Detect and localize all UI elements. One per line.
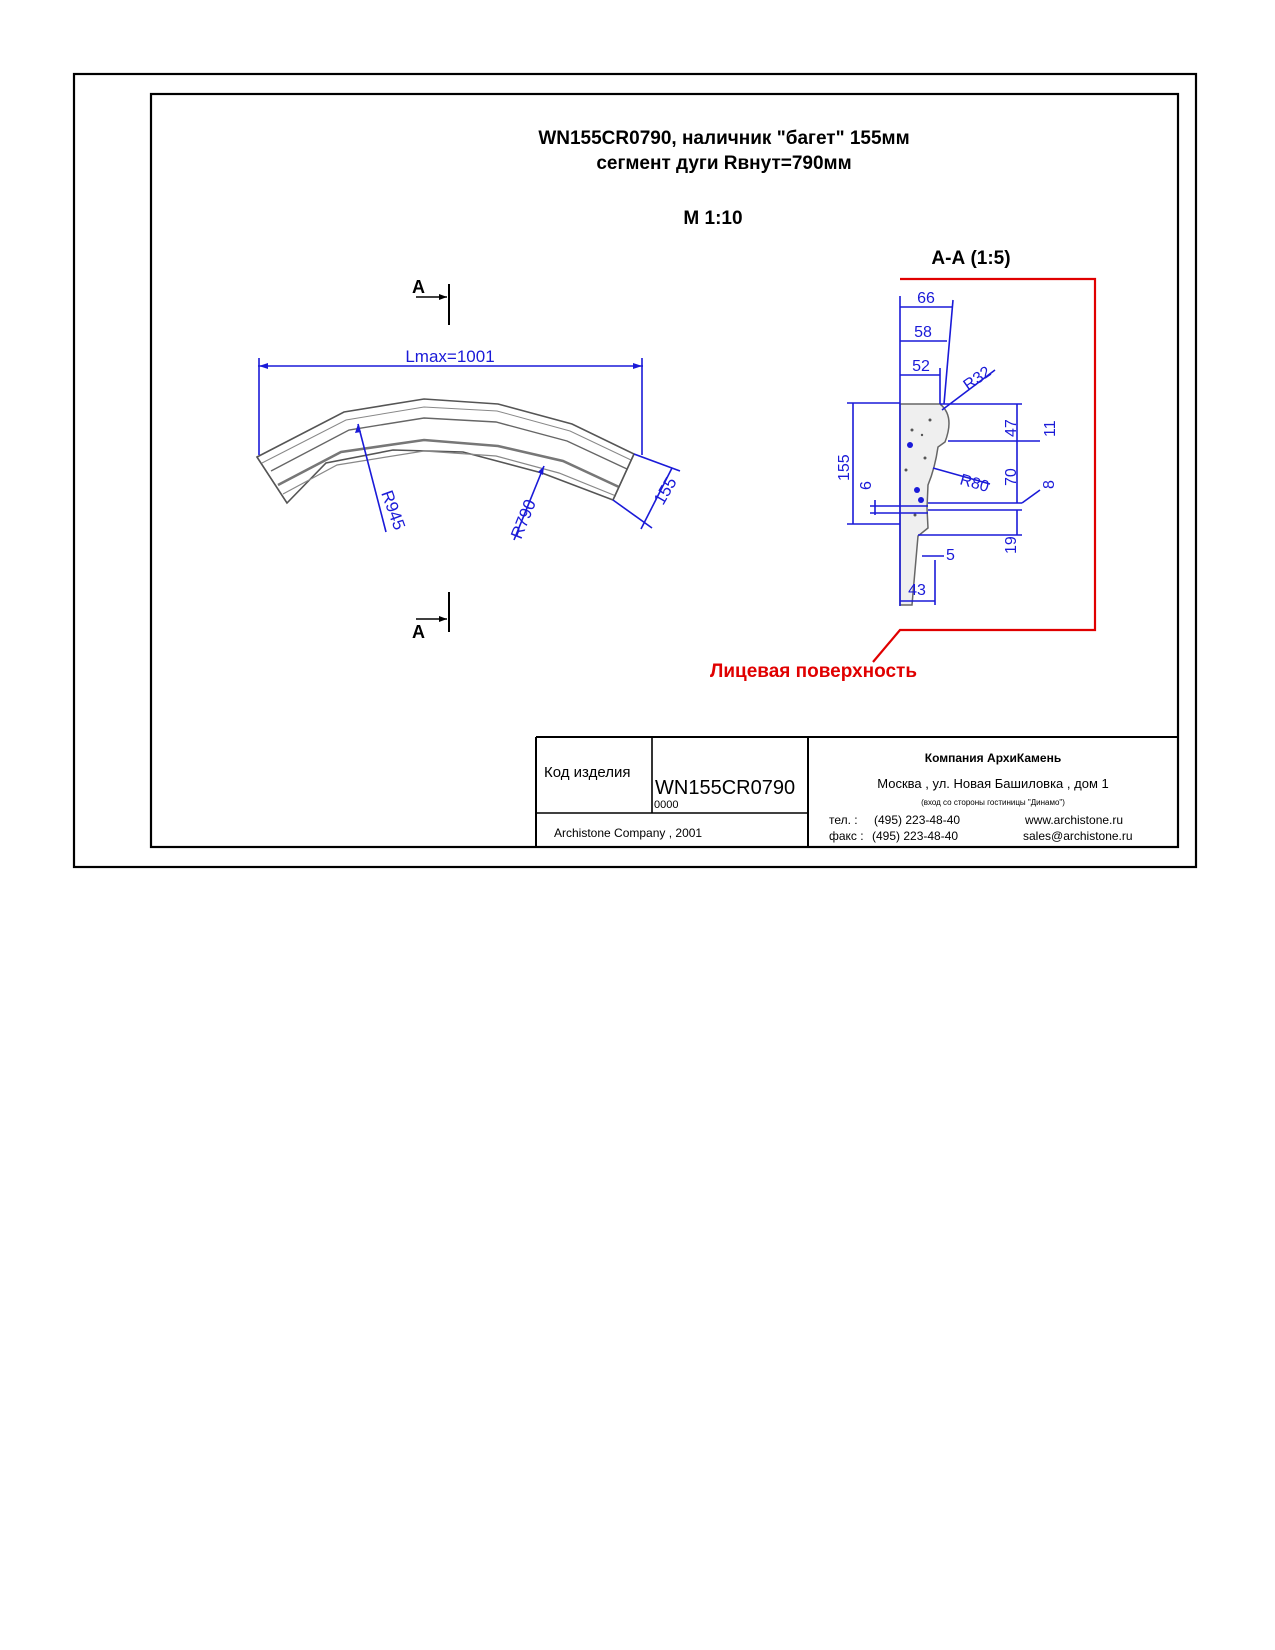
address-note: (вход со стороны гостиницы "Динамо") <box>921 798 1065 807</box>
face-surface-outline: Лицевая поверхность <box>710 277 1097 682</box>
code-value: WN155CR0790 <box>655 777 795 799</box>
section-dimensions: 66 58 52 R32 155 6 47 11 R80 <box>836 290 1059 606</box>
dim-43-label: 43 <box>908 582 926 599</box>
fax-label: факс : <box>829 829 864 843</box>
drawing-subtitle: сегмент дуги Rвнут=790мм <box>596 153 851 174</box>
dim-47-label: 47 <box>1003 419 1020 437</box>
section-profile <box>899 403 950 606</box>
dim-155-label: 155 <box>836 454 853 481</box>
dim-66-label: 66 <box>917 290 935 307</box>
code-sub: 0000 <box>654 799 678 811</box>
fax-value: (495) 223-48-40 <box>872 829 958 843</box>
dim-r32-label: R32 <box>961 363 995 394</box>
dim-r790-label: R790 <box>507 497 540 542</box>
company-address: Москва , ул. Новая Башиловка , дом 1 <box>877 776 1108 791</box>
drawing-scale: М 1:10 <box>683 208 742 229</box>
dim-52-label: 52 <box>912 358 930 375</box>
dim-5-label: 5 <box>946 547 955 564</box>
dim-19-label: 19 <box>1003 536 1020 554</box>
arc-segment-plan <box>255 398 636 505</box>
section-mark-top: А <box>412 277 450 325</box>
outer-frame <box>72 72 1198 869</box>
dim-r945-label: R945 <box>377 488 409 533</box>
section-mark-bottom-label: А <box>412 622 425 642</box>
tel-label: тел. : <box>829 813 858 827</box>
email: sales@archistone.ru <box>1023 829 1133 843</box>
website: www.archistone.ru <box>1024 813 1123 827</box>
inner-frame <box>149 92 1180 849</box>
dim-r80-label: R80 <box>958 472 991 496</box>
drawing-title: WN155CR0790, наличник "багет" 155мм <box>538 128 909 149</box>
company-name: Компания АрхиКамень <box>925 751 1061 765</box>
code-label: Код изделия <box>544 764 630 781</box>
section-mark-top-label: А <box>412 277 425 297</box>
dim-11-label: 11 <box>1042 420 1059 437</box>
tel-value: (495) 223-48-40 <box>874 813 960 827</box>
section-mark-bottom: А <box>412 592 450 642</box>
copyright: Archistone Company , 2001 <box>554 826 702 840</box>
dim-lmax: Lmax=1001 <box>258 347 643 455</box>
dim-58-label: 58 <box>914 324 932 341</box>
dim-lmax-label: Lmax=1001 <box>405 347 494 366</box>
dim-8-label: 8 <box>1041 480 1058 489</box>
dim-r790: R790 <box>507 465 545 542</box>
title-block: Код изделия WN155CR0790 0000 Archistone … <box>535 736 1178 847</box>
dim-70-label: 70 <box>1003 468 1020 486</box>
dim-6-label: 6 <box>858 481 875 490</box>
face-surface-label: Лицевая поверхность <box>710 661 917 682</box>
section-title: А-А (1:5) <box>931 248 1010 269</box>
